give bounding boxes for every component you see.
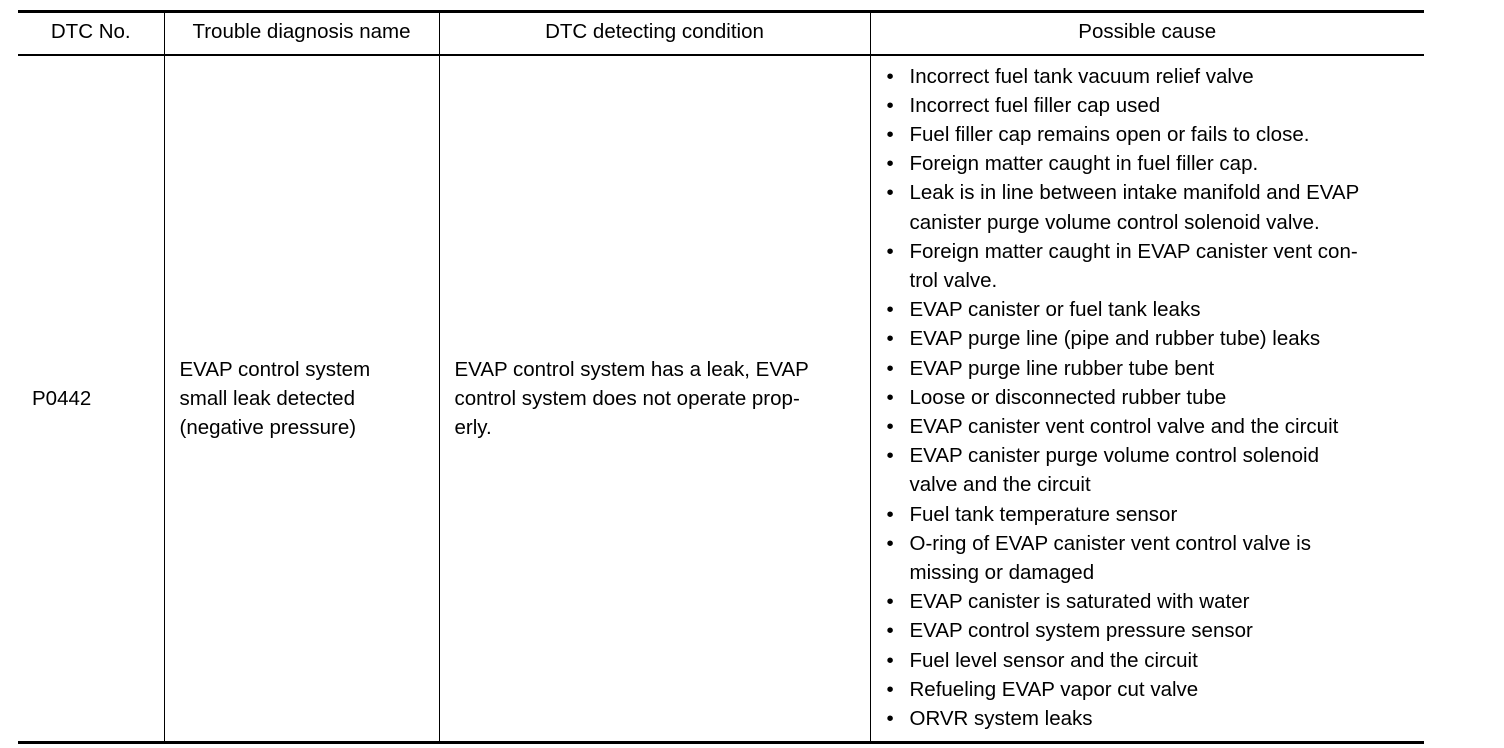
possible-cause-item: • EVAP canister or fuel tank leaks: [885, 295, 1419, 324]
bullet-icon: •: [886, 385, 894, 409]
bullet-icon: •: [886, 239, 894, 263]
possible-cause-text: Foreign matter caught in fuel filler cap…: [909, 152, 1259, 176]
detecting-condition-line: erly.: [454, 415, 492, 439]
possible-cause-text: trol valve.: [909, 268, 998, 292]
header-row: DTC No. Trouble diagnosis name DTC detec…: [18, 10, 1424, 56]
bullet-icon: •: [886, 181, 894, 205]
possible-cause-item: • Refueling EVAP vapor cut valve: [885, 675, 1419, 704]
bullet-icon: •: [886, 706, 894, 730]
dtc-table: DTC No. Trouble diagnosis name DTC detec…: [18, 10, 1424, 745]
dtc-number: P0442: [32, 386, 92, 410]
header-detecting-condition: DTC detecting condition: [438, 10, 871, 56]
bullet-icon: •: [886, 619, 894, 643]
bullet-icon: •: [886, 414, 894, 438]
bullet-icon: •: [886, 356, 894, 380]
trouble-name-line: (negative pressure): [179, 415, 357, 439]
possible-cause-item: • Incorrect fuel filler cap used: [885, 91, 1419, 120]
bullet-icon: •: [886, 64, 894, 88]
possible-cause-text: Fuel level sensor and the circuit: [909, 648, 1198, 672]
bullet-icon: •: [886, 327, 894, 351]
possible-cause-item: • Incorrect fuel tank vacuum relief valve: [885, 62, 1419, 91]
possible-cause-cell: • Incorrect fuel tank vacuum relief valve…: [869, 54, 1424, 745]
table-row: P0442 EVAP control system small leak det…: [18, 54, 1424, 745]
bullet-icon: •: [886, 152, 894, 176]
possible-cause-text: Incorrect fuel filler cap used: [909, 93, 1161, 117]
possible-cause-text: EVAP purge line rubber tube bent: [909, 356, 1215, 380]
table-body: P0442 EVAP control system small leak det…: [18, 54, 1424, 745]
possible-cause-item: • EVAP canister vent control valve and th…: [885, 412, 1419, 441]
possible-cause-item: • Fuel filler cap remains open or fails t…: [885, 120, 1419, 149]
trouble-name-line: small leak detected: [179, 386, 355, 410]
possible-cause-text: Fuel tank temperature sensor: [909, 502, 1178, 526]
possible-cause-text: EVAP canister vent control valve and the…: [909, 414, 1339, 438]
detecting-condition-line: EVAP control system has a leak, EVAP: [454, 357, 809, 381]
possible-cause-text: EVAP canister purge volume control solen…: [909, 444, 1319, 468]
bullet-icon: •: [886, 298, 894, 322]
bullet-icon: •: [886, 444, 894, 468]
bullet-icon: •: [886, 122, 894, 146]
possible-cause-text: missing or damaged: [909, 560, 1095, 584]
possible-cause-item: • Loose or disconnected rubber tube: [885, 383, 1419, 412]
dtc-number-cell: P0442: [18, 54, 165, 745]
possible-cause-text: EVAP control system pressure sensor: [909, 619, 1253, 643]
possible-cause-item: • EVAP purge line rubber tube bent: [885, 354, 1419, 383]
possible-cause-text: Refueling EVAP vapor cut valve: [909, 677, 1199, 701]
possible-cause-item: • EVAP canister purge volume control sole…: [885, 441, 1419, 499]
table-header: DTC No. Trouble diagnosis name DTC detec…: [18, 10, 1424, 56]
possible-cause-text: Loose or disconnected rubber tube: [909, 385, 1227, 409]
possible-cause-text: Incorrect fuel tank vacuum relief valve: [909, 64, 1254, 88]
possible-cause-item: • EVAP purge line (pipe and rubber tube) …: [885, 324, 1419, 353]
possible-cause-item: • ORVR system leaks: [885, 704, 1419, 733]
trouble-name-cell: EVAP control system small leak detected …: [163, 54, 440, 745]
possible-cause-list: • Incorrect fuel tank vacuum relief valve…: [885, 62, 1419, 734]
possible-cause-text: Leak is in line between intake manifold …: [909, 181, 1360, 205]
bullet-icon: •: [886, 502, 894, 526]
bullet-icon: •: [886, 93, 894, 117]
possible-cause-item: • Fuel tank temperature sensor: [885, 500, 1419, 529]
possible-cause-text: EVAP canister or fuel tank leaks: [909, 298, 1201, 322]
bullet-icon: •: [886, 648, 894, 672]
possible-cause-text: Fuel filler cap remains open or fails to…: [909, 122, 1310, 146]
possible-cause-text: valve and the circuit: [909, 473, 1091, 497]
possible-cause-item: • O-ring of EVAP canister vent control va…: [885, 529, 1419, 587]
possible-cause-text: Foreign matter caught in EVAP canister v…: [909, 239, 1358, 263]
possible-cause-item: • Foreign matter caught in EVAP canister …: [885, 237, 1419, 295]
header-trouble-diagnosis-name: Trouble diagnosis name: [163, 10, 440, 56]
possible-cause-text: canister purge volume control solenoid v…: [909, 210, 1320, 234]
detecting-condition-cell: EVAP control system has a leak, EVAP con…: [438, 54, 871, 745]
bullet-icon: •: [886, 531, 894, 555]
possible-cause-item: • Leak is in line between intake manifold…: [885, 178, 1419, 236]
possible-cause-text: EVAP canister is saturated with water: [909, 590, 1250, 614]
bullet-icon: •: [886, 590, 894, 614]
header-dtc-no: DTC No.: [18, 10, 165, 56]
possible-cause-text: O-ring of EVAP canister vent control val…: [909, 531, 1311, 555]
possible-cause-text: ORVR system leaks: [909, 706, 1093, 730]
trouble-name-line: EVAP control system: [179, 357, 371, 381]
possible-cause-text: EVAP purge line (pipe and rubber tube) l…: [909, 327, 1321, 351]
bullet-icon: •: [886, 677, 894, 701]
possible-cause-item: • EVAP control system pressure sensor: [885, 616, 1419, 645]
possible-cause-item: • Foreign matter caught in fuel filler ca…: [885, 149, 1419, 178]
header-possible-cause: Possible cause: [869, 10, 1424, 56]
possible-cause-item: • Fuel level sensor and the circuit: [885, 646, 1419, 675]
detecting-condition-line: control system does not operate prop-: [454, 386, 800, 410]
possible-cause-item: • EVAP canister is saturated with water: [885, 587, 1419, 616]
